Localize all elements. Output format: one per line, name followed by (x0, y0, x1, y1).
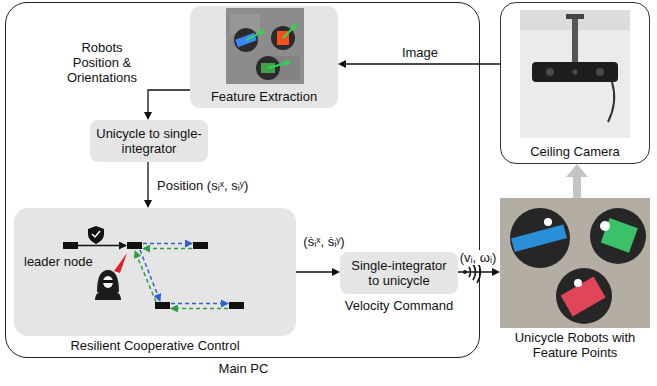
connector (144, 90, 190, 120)
edge-label: Position (sᵢˣ, sᵢʸ) (155, 178, 250, 193)
edge-label: (vᵢ, ωᵢ) (458, 250, 499, 265)
arrow-head (566, 164, 588, 177)
connector (566, 164, 588, 198)
camera-photo-part (566, 14, 584, 19)
node-text: Unicycle to single-integrator (96, 126, 202, 156)
heading-text: Main PC (184, 361, 304, 376)
network-graph-part (193, 242, 208, 249)
heading-text: Unicycle Robots with Feature Points (513, 330, 637, 360)
camera-photo-part (573, 70, 578, 75)
connector (296, 268, 340, 276)
network-graph-part (155, 302, 170, 309)
attacker-icon-part (103, 276, 113, 288)
node-text: Feature Extraction (190, 89, 338, 104)
arrow-head (144, 112, 152, 120)
robots-photo-part (561, 277, 606, 317)
network-graph-part (135, 251, 156, 302)
robots-photo-part (600, 221, 610, 231)
feature-photo (226, 8, 304, 84)
camera-photo-part (532, 62, 618, 82)
camera-photo-part (596, 68, 604, 76)
arrow-head (332, 268, 340, 276)
robots-photo-part (510, 208, 570, 268)
node-text: Single-integrator to unicycle (346, 258, 452, 288)
robots-photo (510, 208, 646, 324)
network-graph-part (63, 242, 78, 249)
network-graph-part (143, 248, 192, 250)
feature-photo-part (268, 62, 290, 68)
robots-photo-part (590, 208, 646, 264)
arrow-head (492, 268, 500, 276)
camera-photo-part (546, 68, 554, 76)
shield-icon-part (88, 226, 104, 244)
heading-text: Resilient Cooperative Control (35, 338, 275, 353)
connector (144, 162, 152, 208)
edge-label: Robots Position & Orientations (61, 40, 143, 85)
annotation-label: Velocity Command (343, 298, 455, 313)
arrow-head (338, 60, 346, 68)
robots-photo-part (544, 218, 552, 226)
network-graph (63, 242, 244, 309)
network-graph-part (127, 242, 142, 249)
network-graph-part (171, 303, 228, 305)
connector-line (147, 162, 148, 202)
robots-photo-part (601, 218, 638, 253)
connector-line (458, 271, 494, 272)
network-graph-part (140, 250, 160, 301)
network-graph-part (229, 302, 244, 309)
arrow-head (144, 200, 152, 208)
feature-photo-part (226, 8, 304, 84)
attacker-icon-part (97, 270, 119, 292)
camera-photo-part (608, 82, 614, 122)
feature-photo-part (283, 24, 297, 38)
camera-photo-part (572, 14, 578, 64)
node-text: Ceiling Camera (501, 144, 649, 159)
connector-line (148, 90, 190, 114)
connector-line (344, 63, 500, 64)
process-box: Unicycle to single-integrator (90, 120, 208, 162)
shield-icon (88, 226, 104, 244)
network-graph-part (143, 243, 192, 245)
connector-line (296, 271, 334, 272)
connector (338, 60, 500, 68)
annotation-label: leader node (22, 254, 95, 269)
robots-photo-part (556, 268, 612, 324)
edge-label: (ṡᵢˣ, ṡᵢʸ) (301, 234, 346, 249)
camera-photo (520, 10, 630, 138)
attacker-icon-part (103, 280, 113, 283)
control-block: Resilient Cooperative Control (14, 208, 296, 336)
connector-line (573, 174, 581, 198)
edge-label: Image (400, 45, 440, 60)
camera-photo-part (520, 10, 630, 138)
robots-photo-part (511, 225, 567, 252)
network-graph-part (171, 308, 228, 310)
robots-photo-part (574, 279, 582, 287)
attacker-icon (95, 253, 127, 300)
attacker-icon-part (114, 253, 127, 273)
feature-photo-part (246, 31, 264, 40)
network-graph-part (78, 245, 126, 247)
attacker-icon-part (95, 290, 121, 300)
shield-icon-part (92, 231, 100, 237)
process-box: Single-integrator to unicycle (340, 252, 458, 294)
connector (458, 268, 500, 276)
